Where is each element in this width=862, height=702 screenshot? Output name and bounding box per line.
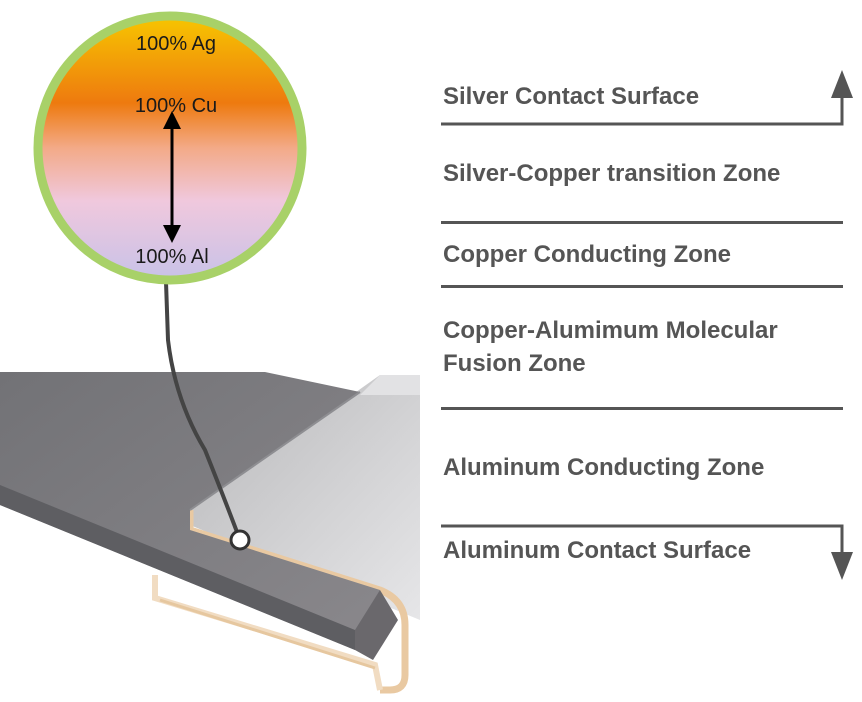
- zone-label-copper-conducting: Copper Conducting Zone: [443, 241, 731, 268]
- circle-label-cu: 100% Cu: [135, 95, 217, 117]
- leader-line: [164, 281, 242, 541]
- composition-circle: [33, 11, 307, 285]
- zone-divider: [441, 285, 843, 288]
- zone-label-aluminum-conducting: Aluminum Conducting Zone: [443, 454, 765, 481]
- zone-divider: [441, 221, 843, 224]
- zone-divider: [441, 407, 843, 410]
- busbar-cladding-edge: [152, 510, 409, 694]
- busbar-lower-plate: [0, 372, 398, 660]
- zone-label-aluminum-contact: Aluminum Contact Surface: [443, 537, 752, 564]
- busbar-upper-plate: [190, 375, 420, 620]
- top-direction-arrow-icon: [441, 70, 853, 126]
- zone-label-silver-copper-transition: Silver-Copper transition Zone: [443, 160, 781, 187]
- zone-label-copper-aluminum-fusion-line2: Fusion Zone: [443, 350, 586, 377]
- zone-label-copper-aluminum-fusion-line1: Copper-Alumimum Molecular: [443, 317, 778, 344]
- circle-label-al: 100% Al: [135, 246, 208, 268]
- zone-label-silver-contact: Silver Contact Surface: [443, 83, 700, 110]
- measuring-point-marker: [229, 529, 251, 551]
- circle-label-ag: 100% Ag: [136, 33, 216, 55]
- bottom-direction-arrow-icon: [441, 524, 853, 580]
